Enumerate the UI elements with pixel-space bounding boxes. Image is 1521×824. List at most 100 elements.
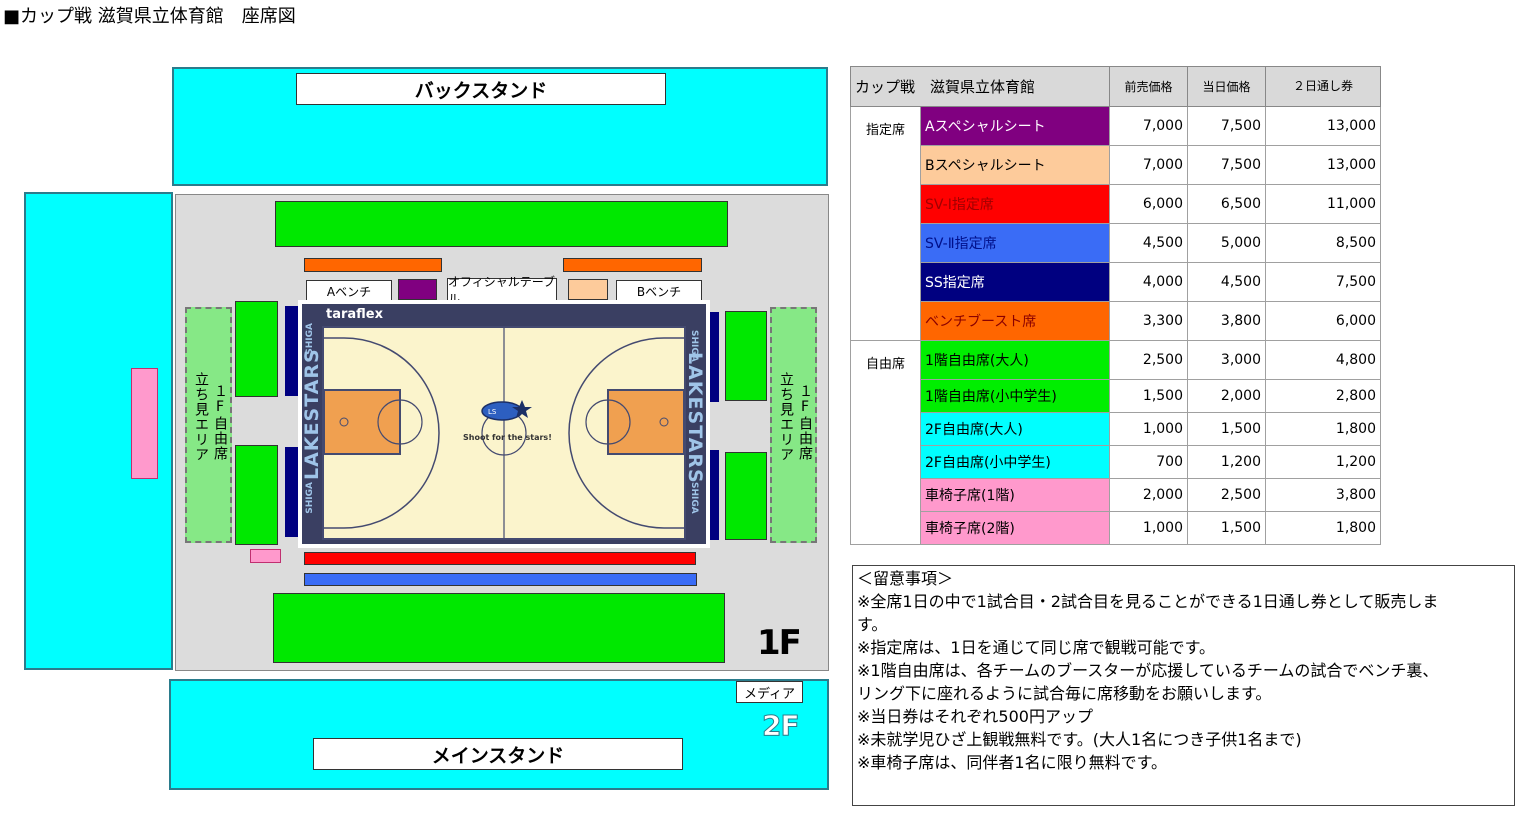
- court-brand: taraflex: [326, 307, 384, 322]
- price-advance: 2,500: [1109, 340, 1188, 380]
- ss-seat-left-lower[interactable]: [285, 447, 299, 537]
- sv1-seat[interactable]: [304, 552, 696, 565]
- price-two-day: 2,800: [1265, 379, 1381, 413]
- price-same-day: 2,000: [1187, 379, 1266, 413]
- team-name-left: LAKESTARS: [301, 348, 323, 480]
- free-area-left-label: １F自由席: [212, 384, 228, 461]
- seat-type: 2F自由席(大人): [920, 412, 1110, 446]
- seat-type: ベンチブースト席: [920, 301, 1110, 341]
- note-line: ※指定席は、1日を通じて同じ席で観戦可能です。: [857, 638, 1215, 657]
- price-advance: 2,000: [1109, 478, 1188, 512]
- team-logo-icon: LS: [478, 394, 532, 426]
- note-line: す。: [857, 615, 888, 634]
- price-advance: 1,000: [1109, 511, 1188, 545]
- price-advance: 1,500: [1109, 379, 1188, 413]
- price-two-day: 3,800: [1265, 478, 1381, 512]
- seat-type: 2F自由席(小中学生): [920, 445, 1110, 479]
- seat-type: 1階自由席(大人): [920, 340, 1110, 380]
- price-same-day: 7,500: [1187, 106, 1266, 146]
- note-line: リング下に座れるように試合毎に席移動をお願いします。: [857, 684, 1272, 703]
- price-same-day: 7,500: [1187, 145, 1266, 185]
- free-seat-1f-left-upper[interactable]: [235, 301, 278, 397]
- note-line: ※全席1日の中で1試合目・2試合目を見ることができる1日通し券として販売しま: [857, 592, 1439, 611]
- court-surface: [322, 326, 686, 540]
- media-label: メディア: [736, 681, 803, 703]
- seat-type: SV-Ⅰ指定席: [920, 184, 1110, 224]
- free-seat-1f-bottom[interactable]: [273, 593, 725, 663]
- header-venue: カップ戦 滋賀県立体育館: [850, 66, 1110, 107]
- price-two-day: 6,000: [1265, 301, 1381, 341]
- official-table-label: オフィシャルテーブル: [447, 275, 557, 306]
- court-lines-icon: [324, 328, 684, 538]
- price-advance: 1,000: [1109, 412, 1188, 446]
- floor-1f-label: 1F: [757, 623, 802, 663]
- price-advance: 3,300: [1109, 301, 1188, 341]
- seat-type: Bスペシャルシート: [920, 145, 1110, 185]
- back-stand-label: バックスタンド: [296, 73, 666, 105]
- team-name-right: LAKESTARS: [684, 352, 706, 484]
- standing-area-left[interactable]: [185, 307, 232, 543]
- price-table-header: カップ戦 滋賀県立体育館 前売価格 当日価格 ２日通し券: [850, 66, 1381, 107]
- team-city-left-bottom: SHIGA: [305, 482, 315, 514]
- free-area-right-label: １F自由席: [797, 384, 813, 461]
- price-two-day: 1,200: [1265, 445, 1381, 479]
- note-line: ※車椅子席は、同伴者1名に限り無料です。: [857, 753, 1167, 772]
- price-same-day: 6,500: [1187, 184, 1266, 224]
- price-advance: 7,000: [1109, 145, 1188, 185]
- price-two-day: 4,800: [1265, 340, 1381, 380]
- free-seat-1f-top[interactable]: [275, 201, 728, 247]
- seat-type: SS指定席: [920, 262, 1110, 302]
- standing-area-right-label: 立ち見エリア: [778, 372, 794, 462]
- a-bench-label: Aベンチ: [306, 280, 392, 302]
- notes-heading: ＜留意事項＞: [857, 569, 954, 588]
- seat-type: 車椅子席(2階): [920, 511, 1110, 545]
- a-special-seat[interactable]: [398, 279, 437, 300]
- price-same-day: 5,000: [1187, 223, 1266, 263]
- team-city-right-top: SHIGA: [689, 330, 699, 362]
- price-same-day: 1,200: [1187, 445, 1266, 479]
- note-line: ※当日券はそれぞれ500円アップ: [857, 707, 1093, 726]
- wheelchair-seat-2f-left[interactable]: [131, 368, 158, 479]
- free-seat-1f-left-lower[interactable]: [235, 445, 278, 545]
- price-advance: 6,000: [1109, 184, 1188, 224]
- bench-boost-seat-left[interactable]: [304, 258, 442, 272]
- b-special-seat[interactable]: [568, 279, 608, 300]
- price-two-day: 1,800: [1265, 412, 1381, 446]
- price-two-day: 1,800: [1265, 511, 1381, 545]
- notes-list: ※全席1日の中で1試合目・2試合目を見ることができる1日通し券として販売します。…: [857, 590, 1510, 774]
- price-two-day: 13,000: [1265, 145, 1381, 185]
- ss-seat-left-upper[interactable]: [285, 306, 299, 396]
- price-same-day: 2,500: [1187, 478, 1266, 512]
- free-seat-1f-right-upper[interactable]: [725, 311, 767, 401]
- note-line: ※未就学児ひざ上観戦無料です。(大人1名につき子供1名まで): [857, 730, 1302, 749]
- price-two-day: 8,500: [1265, 223, 1381, 263]
- seat-category: 指定席: [850, 106, 921, 341]
- court-slogan: Shoot for the stars!: [463, 433, 552, 442]
- price-same-day: 3,800: [1187, 301, 1266, 341]
- team-city-left-top: SHIGA: [305, 323, 315, 355]
- price-same-day: 4,500: [1187, 262, 1266, 302]
- sv2-seat[interactable]: [304, 573, 697, 586]
- price-same-day: 1,500: [1187, 511, 1266, 545]
- main-stand[interactable]: [169, 679, 829, 790]
- header-same-day: 当日価格: [1187, 66, 1266, 107]
- price-two-day: 13,000: [1265, 106, 1381, 146]
- standing-area-right[interactable]: [770, 307, 817, 543]
- wheelchair-seat-1f[interactable]: [250, 549, 281, 563]
- price-two-day: 7,500: [1265, 262, 1381, 302]
- floor-2f-label: 2F: [762, 709, 801, 743]
- free-seat-1f-right-lower[interactable]: [725, 452, 767, 540]
- svg-text:LS: LS: [488, 408, 497, 416]
- header-two-day: ２日通し券: [1265, 66, 1381, 107]
- standing-area-left-label: 立ち見エリア: [193, 372, 209, 462]
- price-advance: 700: [1109, 445, 1188, 479]
- bench-boost-seat-right[interactable]: [563, 258, 702, 272]
